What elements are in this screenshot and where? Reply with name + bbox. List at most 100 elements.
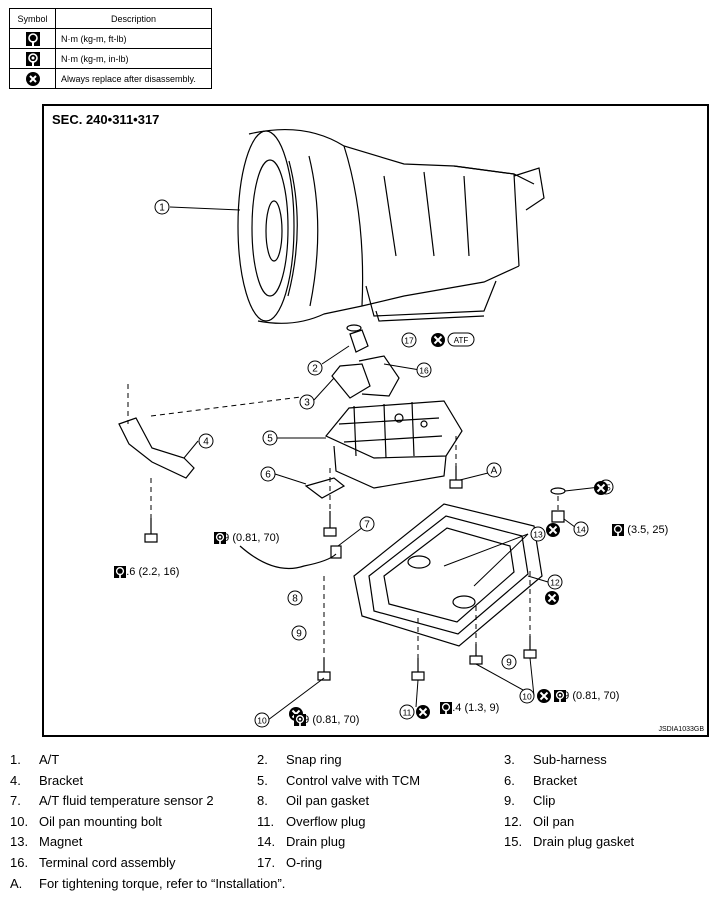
part-number: 8. bbox=[257, 793, 268, 809]
callout-3: 3 bbox=[299, 394, 315, 410]
replace-x-icon bbox=[25, 71, 40, 86]
svg-text:10: 10 bbox=[257, 716, 267, 726]
part-number: 10. bbox=[10, 813, 29, 829]
callout-16: 16 bbox=[416, 362, 432, 378]
bracket-drawing bbox=[118, 417, 195, 479]
callout-5: 5 bbox=[262, 430, 278, 446]
torque-overflow-plug: 12.4 (1.3, 9) bbox=[440, 702, 500, 714]
svg-text:1: 1 bbox=[159, 203, 165, 214]
svg-text:5: 5 bbox=[267, 434, 273, 445]
svg-text:9: 9 bbox=[506, 658, 512, 669]
svg-text:9: 9 bbox=[296, 629, 302, 640]
part-number: 4. bbox=[10, 772, 21, 788]
part-number: 12. bbox=[504, 813, 523, 829]
part-name: A/T fluid temperature sensor 2 bbox=[39, 793, 214, 809]
svg-text:7: 7 bbox=[364, 520, 370, 531]
symbol-legend-table: Symbol Description N·m (kg-m, ft-lb) N·m… bbox=[9, 8, 212, 89]
legend-header-symbol: Symbol bbox=[9, 8, 56, 29]
part-name: Sub-harness bbox=[533, 752, 607, 767]
svg-text:12: 12 bbox=[550, 578, 560, 588]
svg-text:10: 10 bbox=[522, 692, 532, 702]
part-number: 1. bbox=[10, 752, 21, 767]
reference-a-marker: A bbox=[486, 462, 502, 478]
svg-text:11: 11 bbox=[403, 708, 412, 718]
part-name: Terminal cord assembly bbox=[39, 854, 176, 870]
part-number: 3. bbox=[504, 752, 515, 767]
part-name: A/T bbox=[39, 752, 60, 767]
svg-text:16: 16 bbox=[419, 366, 429, 376]
callout-2: 2 bbox=[307, 360, 323, 376]
part-name: Clip bbox=[533, 793, 556, 809]
part-name: Oil pan gasket bbox=[286, 793, 370, 809]
replace-x-icon bbox=[545, 591, 559, 605]
svg-text:3: 3 bbox=[304, 398, 310, 409]
replace-x-icon bbox=[594, 481, 608, 495]
part-name: Control valve with TCM bbox=[286, 772, 421, 788]
legend-header-description: Description bbox=[55, 8, 212, 29]
part-number: 16. bbox=[10, 854, 29, 870]
part-name: Oil pan mounting bolt bbox=[39, 813, 162, 829]
callout-7: 7 bbox=[359, 516, 375, 532]
part-number: 9. bbox=[504, 793, 515, 809]
part-number: 15. bbox=[504, 834, 523, 850]
svg-text:6: 6 bbox=[265, 470, 271, 481]
callout-10: 10 bbox=[519, 688, 535, 704]
part-name: Drain plug bbox=[286, 834, 346, 850]
callout-11: 11 bbox=[399, 704, 415, 720]
callout-6: 6 bbox=[260, 466, 276, 482]
parts-row: 1. A/T 2. Snap ring 3. Sub-harness bbox=[0, 752, 718, 773]
torque-sensor: 7.9 (0.81, 70) bbox=[214, 532, 280, 544]
part-name: Magnet bbox=[39, 834, 83, 850]
part-name: O-ring bbox=[286, 854, 323, 870]
svg-text:17: 17 bbox=[404, 336, 414, 346]
replace-x-icon bbox=[431, 333, 445, 347]
part-number: 11. bbox=[257, 813, 275, 829]
part-number: 5. bbox=[257, 772, 268, 788]
part-number: 2. bbox=[257, 752, 268, 767]
transmission-drawing bbox=[237, 128, 545, 324]
image-code: JSDIA1033GB bbox=[658, 726, 704, 733]
callout-14: 14 bbox=[573, 521, 589, 537]
part-number: 14. bbox=[257, 834, 276, 850]
torque-wrench-icon bbox=[440, 702, 452, 714]
callout-17: 17 bbox=[401, 332, 417, 348]
section-reference: SEC. 240•311•317 bbox=[52, 112, 160, 127]
control-valve-drawing bbox=[325, 400, 463, 489]
part-name: Overflow plug bbox=[286, 813, 366, 829]
oil-pan-drawing bbox=[353, 503, 543, 647]
svg-text:13: 13 bbox=[533, 530, 543, 540]
svg-text:8: 8 bbox=[292, 594, 298, 605]
callout-10: 10 bbox=[254, 712, 270, 728]
note-label: A. bbox=[10, 876, 23, 891]
part-name: Snap ring bbox=[286, 752, 342, 767]
callout-9: 9 bbox=[291, 625, 307, 641]
svg-text:2: 2 bbox=[312, 364, 318, 375]
torque-pan-bolt-right: 7.9 (0.81, 70) bbox=[554, 690, 620, 702]
callout-9: 9 bbox=[501, 654, 517, 670]
part-number: 6. bbox=[504, 772, 515, 788]
replace-x-icon bbox=[546, 523, 560, 537]
replace-x-icon bbox=[537, 689, 551, 703]
callout-13: 13 bbox=[530, 526, 546, 542]
part-number: 17. bbox=[257, 854, 276, 870]
exploded-view-drawing: 1234567899101011121314151617ATFA bbox=[118, 128, 614, 728]
torque-bracket-bolt: 21.6 (2.2, 16) bbox=[114, 566, 180, 578]
callout-1: 1 bbox=[154, 199, 170, 215]
bracket-small-drawing bbox=[304, 477, 346, 499]
svg-text:ATF: ATF bbox=[454, 336, 469, 345]
torque-wrench-icon bbox=[25, 31, 40, 46]
atf-label: ATF bbox=[447, 332, 475, 347]
torque-wrench-inlb-icon bbox=[554, 690, 566, 702]
legend-desc-ft-lb: N·m (kg-m, ft-lb) bbox=[55, 28, 212, 49]
part-number: 13. bbox=[10, 834, 29, 850]
note-text: For tightening torque, refer to “Install… bbox=[39, 876, 286, 891]
parts-row: 10. Oil pan mounting bolt 11. Overflow plug… bbox=[0, 814, 718, 835]
parts-list: 1. A/T 2. Snap ring 3. Sub-harness 4. Bracket 5.… bbox=[0, 752, 718, 876]
torque-wrench-inlb-icon bbox=[214, 532, 226, 544]
part-name: Bracket bbox=[39, 772, 84, 788]
svg-text:4: 4 bbox=[203, 437, 209, 448]
callout-4: 4 bbox=[198, 433, 214, 449]
callout-12: 12 bbox=[547, 574, 563, 590]
